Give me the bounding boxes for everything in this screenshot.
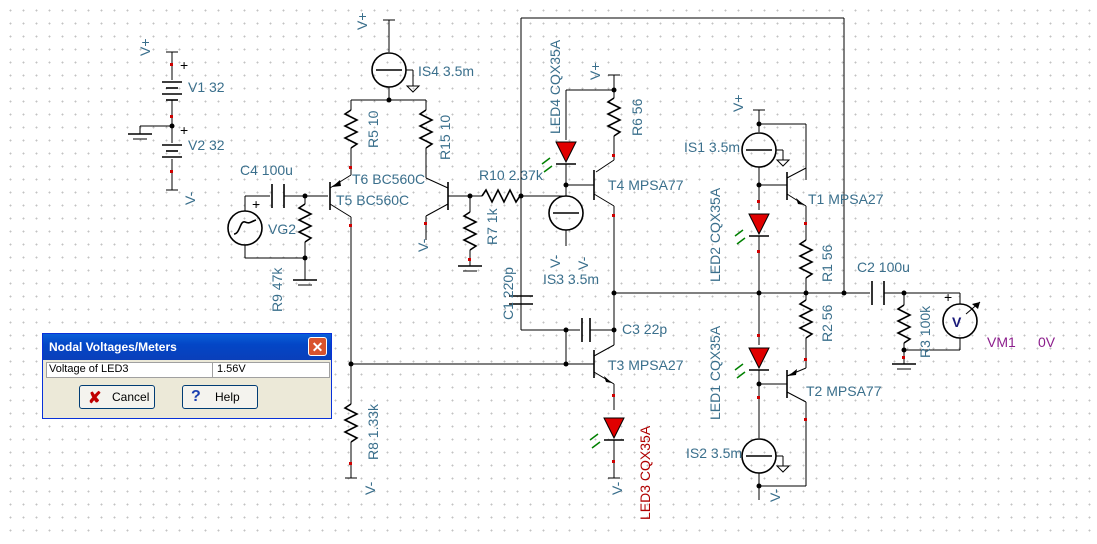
vg2-source[interactable]: + VG2 <box>227 195 305 259</box>
dialog-title: Nodal Voltages/Meters <box>49 340 177 354</box>
capacitor-c4[interactable]: C4 100u <box>240 162 328 208</box>
transistor-t6[interactable]: V- T6 BC560C <box>352 171 470 252</box>
capacitor-c3[interactable]: C3 22p <box>563 318 668 342</box>
supply-v1-v2[interactable]: V+ + + V1 32 V2 32 V- <box>128 38 225 205</box>
nodal-voltages-dialog: Nodal Voltages/Meters ✕ Voltage of LED3 … <box>42 333 332 419</box>
r10-label: R10 2.37k <box>479 167 544 183</box>
capacitor-c2[interactable]: C2 100u <box>806 259 960 305</box>
r2-label: R2 56 <box>819 304 835 342</box>
current-source-is3[interactable]: V- V- IS3 3.5m <box>543 185 599 287</box>
resistor-r6[interactable]: V+ R6 56 <box>587 62 645 173</box>
led3-label: LED3 CQX35A <box>637 425 653 520</box>
is4-vplus-label: V+ <box>354 12 370 30</box>
vm1-value: 0V <box>1038 334 1056 350</box>
resistor-r5[interactable]: R5 10 <box>343 100 381 160</box>
current-source-is2[interactable]: IS2 3.5m V- <box>686 438 807 502</box>
mid-bus <box>611 290 806 296</box>
is3-label: IS3 3.5m <box>543 271 599 287</box>
led1-label: LED1 CQX35A <box>707 325 723 420</box>
v1-vplus-label: V+ <box>137 38 153 56</box>
is2-vminus-label: V- <box>767 488 783 502</box>
r3-label: R3 100k <box>917 305 933 358</box>
pin-markers <box>170 63 905 465</box>
is1-vplus-label: V+ <box>730 94 746 112</box>
voltage-row-value: 1.56V <box>217 363 246 375</box>
svg-text:+: + <box>252 196 260 212</box>
c1-label: C1 220p <box>500 267 516 320</box>
dialog-title-bar[interactable]: Nodal Voltages/Meters ✕ <box>43 334 331 360</box>
resistor-r3[interactable]: R3 100k <box>892 290 960 370</box>
transistor-t5[interactable]: T5 BC560C <box>329 160 409 400</box>
t2-label: T2 MPSA77 <box>806 383 882 399</box>
led3-vminus-label: V- <box>609 481 625 495</box>
transistor-t2[interactable]: T2 MPSA77 <box>759 367 882 470</box>
led2-label: LED2 CQX35A <box>707 187 723 282</box>
is2-label: IS2 3.5m <box>686 445 742 461</box>
close-button[interactable]: ✕ <box>308 337 327 356</box>
led-led2[interactable]: LED2 CQX35A <box>707 187 770 345</box>
help-button[interactable]: ? Help <box>182 385 258 409</box>
cancel-button-label: Cancel <box>112 390 150 404</box>
c4-label: C4 100u <box>240 162 293 178</box>
t5-label: T5 BC560C <box>336 192 409 208</box>
resistor-r7[interactable]: R7 1k <box>458 193 500 272</box>
r15-label: R15 10 <box>437 115 453 160</box>
t1-label: T1 MPSA27 <box>808 191 884 207</box>
capacitor-c1[interactable]: C1 220p <box>500 267 567 364</box>
r8-label: R8 1.33k <box>365 403 381 460</box>
r8-vminus-label: V- <box>362 481 378 495</box>
t3-label: T3 MPSA27 <box>608 357 684 373</box>
resistor-r8[interactable]: R8 1.33k V- <box>343 361 566 496</box>
current-source-is4[interactable]: V+ IS4 3.5m <box>354 12 474 103</box>
top-feedback-wire <box>518 17 845 330</box>
v2-label: V2 32 <box>188 137 225 153</box>
v2-plus-sign: + <box>180 122 188 138</box>
resistor-r9[interactable]: R9 47k <box>269 193 317 313</box>
is1-label: IS1 3.5m <box>684 139 740 155</box>
c3-label: C3 22p <box>622 321 667 337</box>
r6-label: R6 56 <box>629 98 645 136</box>
row-separator <box>212 363 213 377</box>
current-source-is1[interactable]: V+ IS1 3.5m <box>684 94 807 210</box>
r6-vplus-label: V+ <box>587 62 603 80</box>
vg2-label: VG2 <box>268 221 296 237</box>
v2-vminus-label: V- <box>182 191 198 205</box>
t4-label: T4 MPSA77 <box>608 177 684 193</box>
vm1-label: VM1 <box>987 334 1016 350</box>
cancel-button[interactable]: ✘ Cancel <box>79 385 155 409</box>
t6-label: T6 BC560C <box>352 171 425 187</box>
v1-plus-sign: + <box>180 57 188 73</box>
help-question-icon: ? <box>191 388 201 405</box>
cancel-x-icon: ✘ <box>88 390 102 407</box>
help-button-label: Help <box>215 390 240 404</box>
vm1-v-glyph: V <box>952 314 962 330</box>
v1-label: V1 32 <box>188 79 225 95</box>
r5-label: R5 10 <box>365 110 381 148</box>
is4-label: IS4 3.5m <box>418 63 474 79</box>
r9-label: R9 47k <box>269 267 285 312</box>
is3-vminus-label: V- <box>575 256 591 270</box>
led-led4[interactable]: LED4 CQX35A <box>541 39 614 185</box>
t6-vminus-label: V- <box>415 238 431 252</box>
resistor-r1[interactable]: R1 56 <box>798 239 835 300</box>
led4-label: LED4 CQX35A <box>547 39 563 134</box>
led-led3[interactable]: V- LED3 CQX35A <box>589 417 653 520</box>
voltage-row-label: Voltage of LED3 <box>49 363 129 375</box>
voltage-row[interactable]: Voltage of LED3 1.56V <box>46 362 330 378</box>
voltmeter-vm1[interactable]: V + VM1 0V <box>942 289 1056 350</box>
led-led1[interactable]: LED1 CQX35A <box>707 325 770 438</box>
c2-label: C2 100u <box>857 259 910 275</box>
transistor-t4[interactable]: T4 MPSA77 <box>563 170 684 345</box>
resistor-r10[interactable]: R10 2.37k <box>470 167 566 204</box>
r7-label: R7 1k <box>484 207 500 245</box>
transistor-t3[interactable]: T3 MPSA27 <box>563 344 684 410</box>
transistor-t1[interactable]: T1 MPSA27 <box>759 167 884 240</box>
resistor-r2[interactable]: R2 56 <box>798 299 835 368</box>
r1-label: R1 56 <box>819 244 835 282</box>
svg-text:+: + <box>944 289 952 305</box>
svg-text:V-: V- <box>547 254 563 268</box>
